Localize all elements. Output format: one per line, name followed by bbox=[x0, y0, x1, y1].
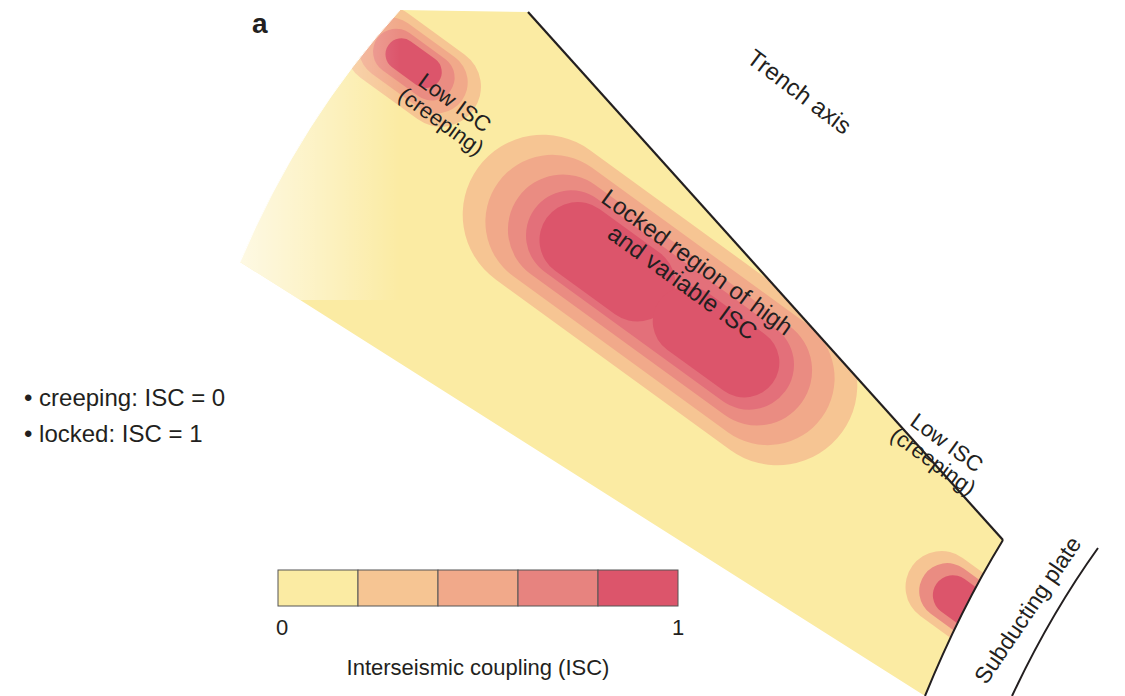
colorbar-tick: 0 bbox=[276, 616, 288, 639]
panel-letter: a bbox=[252, 9, 268, 38]
slab-edge bbox=[240, 10, 400, 262]
legend-note: • creeping: ISC = 0 bbox=[24, 385, 225, 410]
colorbar-title: Interseismic coupling (ISC) bbox=[347, 656, 610, 679]
legend-note: • locked: ISC = 1 bbox=[24, 421, 203, 446]
colorbar bbox=[278, 570, 678, 606]
colorbar-tick: 1 bbox=[672, 616, 684, 639]
axis-label: Trench axis bbox=[743, 45, 857, 139]
trench-line bbox=[528, 12, 1003, 540]
